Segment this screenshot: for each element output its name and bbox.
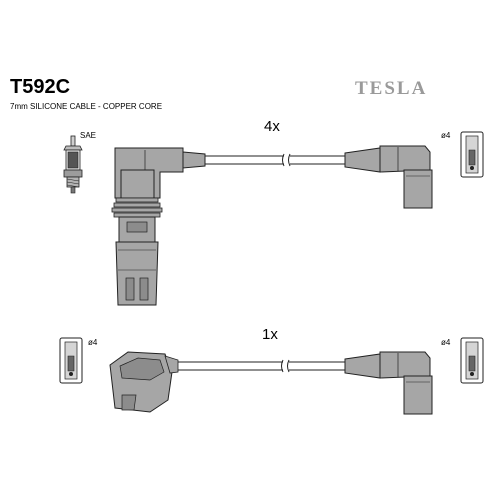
set1-quantity-label: 4x [264,118,280,135]
cable-description: 7mm SILICONE CABLE - COPPER CORE [10,102,163,111]
spark-plug-standard-label: SAE [80,131,97,140]
terminal-illustration-top-right [460,131,484,178]
set2-quantity-label: 1x [262,326,278,343]
part-number: T592C [10,76,71,98]
angled-plug-boot-left [109,351,179,413]
terminal-illustration-bottom-left [59,337,83,384]
terminal-size-label-bottom-right: ø4 [441,338,451,347]
coil-boot-right-set-1 [344,145,433,209]
coil-boot-right-set-2 [344,351,433,415]
lead-set-2 [59,337,484,415]
brand-logo: TESLA [355,78,428,99]
lead-set-1 [111,131,484,306]
cable-set-1 [205,153,345,167]
straight-plug-boot [111,147,206,306]
cable-set-2 [178,359,345,373]
terminal-size-label-top-right: ø4 [441,131,451,140]
terminal-size-label-bottom-left: ø4 [88,338,98,347]
terminal-illustration-bottom-right [460,337,484,384]
spark-plug-illustration [63,135,83,194]
